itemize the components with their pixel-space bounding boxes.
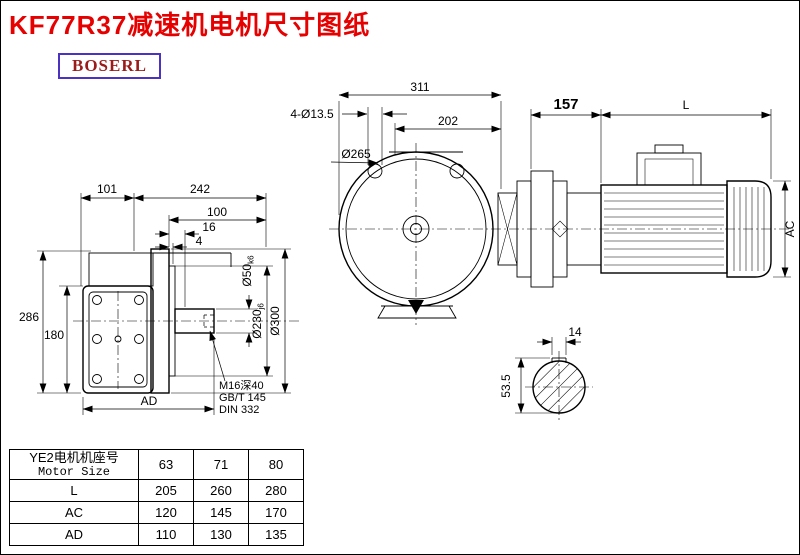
bolt-hole [449,163,465,179]
table-header-row: YE2电机机座号 Motor Size 63 71 80 [9,449,304,480]
dim-202-label: 202 [438,114,458,128]
brand-logo: BOSERL [58,53,161,79]
dim-286-label: 286 [19,310,39,324]
hatching [533,361,585,413]
tap-standard-gb-label: GB/T 145 [219,392,266,404]
table-row: AC 120 145 170 [9,501,304,524]
row-label-AC: AC [9,501,139,524]
dim-L-label: L [683,98,690,112]
table-cell: 130 [193,523,249,546]
motor-size-table: YE2电机机座号 Motor Size 63 71 80 L 205 260 2… [9,449,304,546]
surface-mark [408,300,424,314]
row-label-AD: AD [9,523,139,546]
dim-bolt-holes-label: 4-Ø13.5 [290,107,334,121]
table-cell: 110 [138,523,194,546]
fan-cover [726,180,772,278]
dim-spigot-dia-label: Ø230j6 [250,303,266,339]
table-size-cell: 80 [248,449,304,480]
dim-flange-dia-label: Ø265 [341,147,371,161]
dim-101-label: 101 [97,182,117,196]
dim-157-label: 157 [553,96,578,113]
dim-flange-od-label: Ø300 [268,306,282,336]
dim-180-label: 180 [44,328,64,342]
table-cell: 205 [138,479,194,502]
front-view: 311 202 4-Ø13.5 Ø265 157 L AC [290,80,797,325]
table-row: AD 110 130 135 [9,523,304,546]
table-header-cell: YE2电机机座号 Motor Size [9,449,139,480]
table-header-cn: YE2电机机座号 [29,450,119,465]
dim-100-label: 100 [207,205,227,219]
dim-311-label: 311 [410,80,429,94]
diamond-mark [551,220,569,238]
table-cell: 280 [248,479,304,502]
dim-key-depth-label: 53.5 [499,374,513,398]
shaft-section-view: 14 53.5 [499,325,593,423]
table-cell: 120 [138,501,194,524]
table-cell: 135 [248,523,304,546]
row-label-L: L [9,479,139,502]
table-cell: 145 [193,501,249,524]
dim-AD-label: AD [141,394,158,408]
dim-4-label: 4 [196,234,203,248]
table-cell: 260 [193,479,249,502]
tap-standard-din-label: DIN 332 [219,404,259,416]
dim-AC-label: AC [783,220,797,237]
table-header-en: Motor Size [37,465,110,479]
dim-16-label: 16 [202,220,216,234]
table-row: L 205 260 280 [9,479,304,502]
page-title: KF77R37减速机电机尺寸图纸 [9,10,371,40]
dim-242-label: 242 [190,182,210,196]
terminal-box [636,144,702,186]
dim-key-width-label: 14 [568,325,582,339]
base-foot [377,305,457,319]
table-cell: 170 [248,501,304,524]
side-view: 101 242 100 16 4 286 180 AD [19,182,301,416]
table-size-cell: 63 [138,449,194,480]
bolt-hole [367,163,383,179]
dim-shaft-dia-label: Ø50k6 [240,255,256,287]
table-size-cell: 71 [193,449,249,480]
tap-callout-label: M16深40 [219,379,264,392]
output-shaft [174,308,215,334]
